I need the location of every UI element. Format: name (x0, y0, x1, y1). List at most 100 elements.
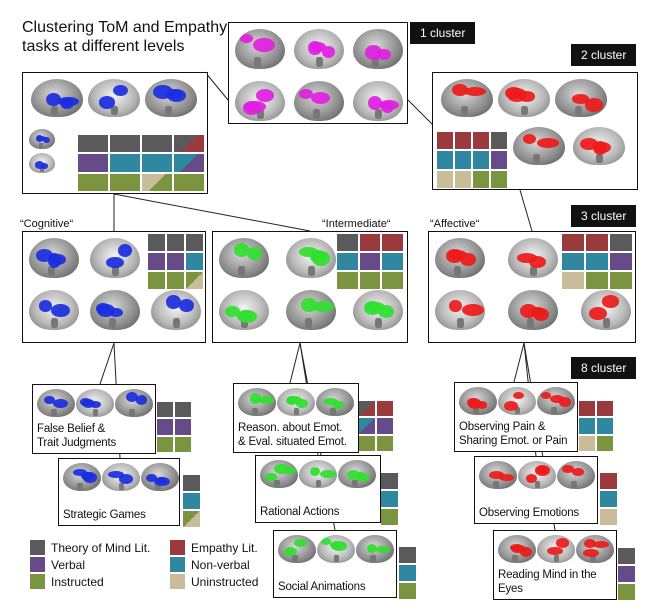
brain-image (508, 290, 558, 330)
legend-label: Non-verbal (191, 557, 250, 572)
grid-cell-tom-emp (359, 401, 375, 417)
activation-blob (249, 393, 262, 404)
grid-cell-ins (399, 583, 416, 599)
grid-cell-tom (610, 234, 632, 251)
legend-swatch (170, 540, 185, 555)
activation-blob (322, 398, 339, 406)
grid-cell-ins (377, 435, 393, 451)
activation-blob (540, 392, 552, 400)
brainstem (252, 407, 258, 415)
activation-blob (536, 465, 548, 474)
brain-image (219, 290, 269, 330)
panel-caption: Strategic Games (63, 509, 146, 521)
brain-image (63, 463, 101, 491)
panel-caption: Observing Pain & Sharing Emot. or Pain (459, 421, 568, 447)
grid-cell-non (382, 253, 403, 270)
activation-blob (536, 138, 560, 148)
grid-cell-ins (610, 272, 632, 289)
grid-cell-ins (157, 436, 173, 452)
activation-blob (380, 100, 395, 113)
grid-cell-ins-uni (186, 272, 203, 289)
grid-cell-ins (337, 272, 358, 289)
label-cognitive: “Cognitive“ (20, 218, 74, 230)
grid-cell-non (142, 154, 172, 172)
grid-cell-ins (618, 584, 635, 600)
category-grid (381, 473, 398, 525)
activation-blob (488, 471, 505, 479)
brainstem (603, 318, 610, 329)
brain-image (29, 238, 79, 278)
brainstem (551, 406, 557, 414)
activation-blob (179, 299, 194, 313)
activation-blob (311, 92, 330, 105)
activation-blob (309, 466, 320, 476)
grid-cell-emp (382, 234, 403, 251)
brain-image (90, 290, 140, 330)
activation-blob (375, 546, 391, 553)
activation-blob (37, 135, 46, 141)
brainstem (313, 109, 320, 120)
legend-item-uni: Uninstructed (170, 574, 258, 589)
activation-blob (53, 398, 68, 409)
grid-cell-ins (78, 173, 108, 191)
activation-blob (365, 301, 386, 313)
category-grid (562, 234, 632, 289)
activation-blob (264, 473, 277, 482)
legend-swatch (30, 574, 45, 589)
grid-cell-tom (148, 234, 165, 251)
brain-image (353, 81, 403, 121)
activation-blob (247, 247, 262, 261)
brainstem (112, 266, 119, 277)
grid-cell-ins (381, 509, 398, 525)
legend-item-emp: Empathy Lit. (170, 540, 258, 555)
brainstem (534, 480, 541, 488)
grid-cell-non (579, 418, 595, 434)
brainstem (238, 266, 245, 277)
activation-blob (41, 163, 49, 169)
grid-cell-ins (175, 436, 191, 452)
brain-image (102, 463, 140, 491)
brain-image (518, 461, 556, 489)
brainstem (375, 318, 382, 329)
activation-blob (367, 96, 382, 110)
grid-cell-emp (437, 132, 453, 150)
brain-image (513, 127, 565, 165)
grid-cell-non (399, 565, 416, 581)
brain-image (555, 79, 607, 117)
brain-image (29, 153, 55, 173)
activation-blob (38, 300, 53, 312)
grid-cell-ver (618, 566, 635, 582)
brain-image (581, 290, 631, 330)
activation-blob (511, 544, 526, 554)
category-grid (359, 401, 393, 451)
category-grid (157, 402, 191, 452)
activation-blob (244, 101, 266, 113)
grid-cell-ins (382, 272, 403, 289)
brain-image (141, 463, 179, 491)
grid-cell-non (186, 253, 203, 270)
activation-blob (166, 294, 181, 310)
activation-blob (46, 93, 61, 107)
panel-sg: Strategic Games (58, 458, 180, 526)
brainstem (460, 105, 469, 116)
brainstem (315, 479, 322, 487)
grid-cell-emp (586, 234, 608, 251)
brain-image (219, 238, 269, 278)
activation-blob (240, 33, 253, 44)
activation-blob (49, 253, 66, 266)
activation-blob (234, 242, 249, 258)
activation-blob (72, 469, 87, 477)
activation-blob (331, 400, 345, 410)
brain-image (508, 238, 558, 278)
brainstem (553, 554, 560, 562)
grid-cell-uni-ins (142, 173, 172, 191)
activation-blob (59, 97, 74, 110)
activation-blob (518, 91, 536, 102)
grid-cell-ins (148, 272, 165, 289)
brainstem (51, 318, 58, 329)
activation-blob (558, 397, 571, 408)
brainstem (254, 57, 261, 68)
brain-image (316, 388, 354, 416)
activation-blob (547, 547, 563, 556)
grid-cell-emp (579, 401, 595, 417)
